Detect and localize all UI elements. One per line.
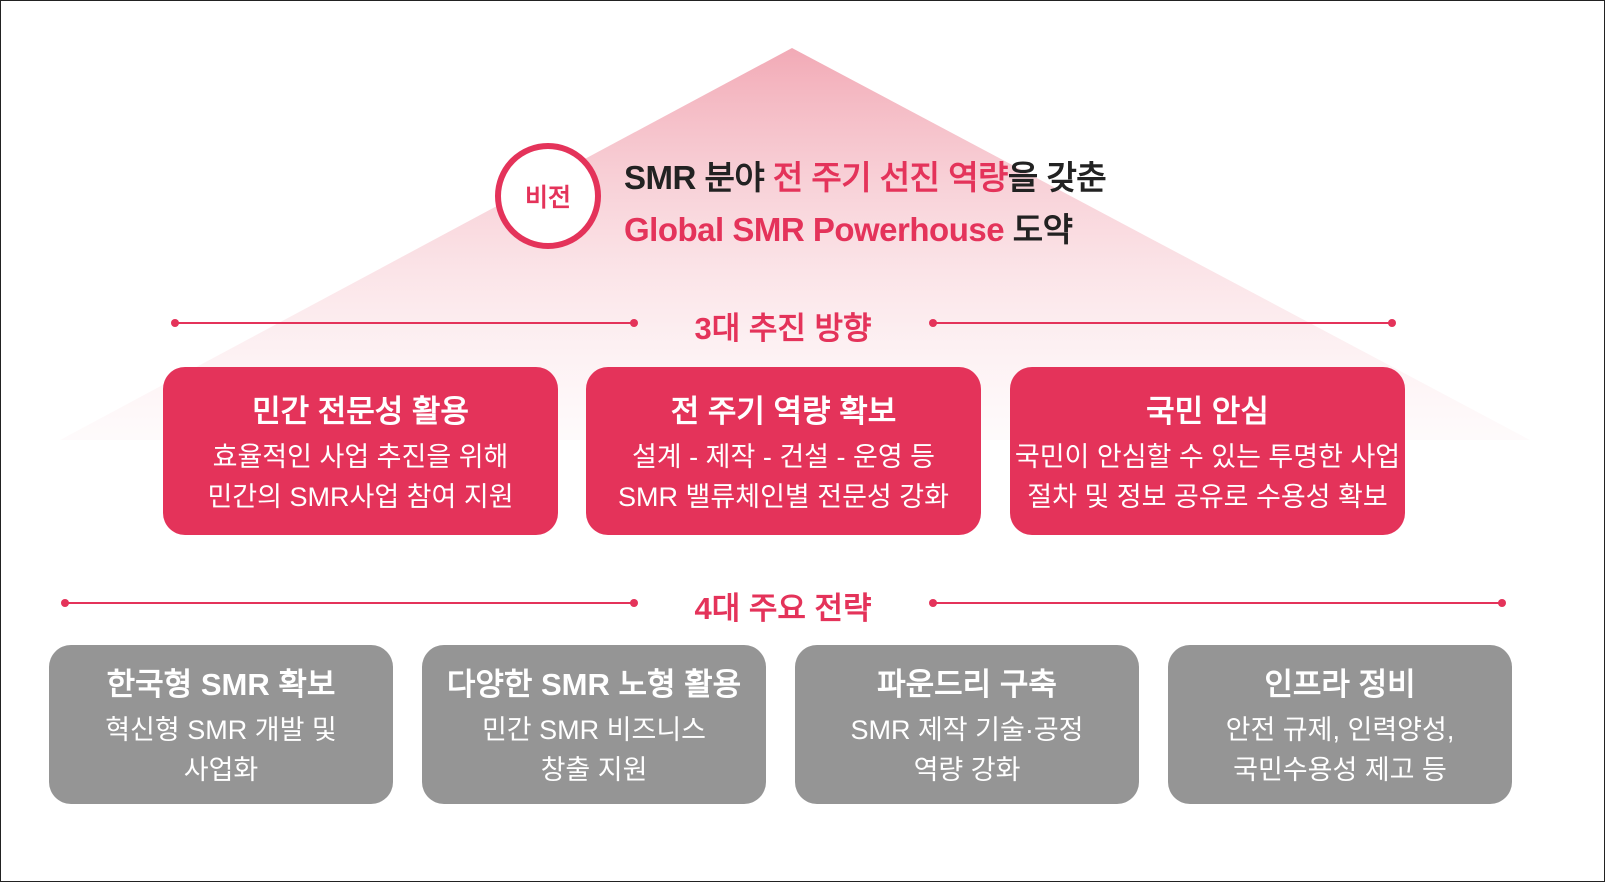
divider-line (171, 319, 638, 327)
card-desc: 민간 SMR 비즈니스 (481, 715, 707, 745)
card-desc: 역량 강화 (913, 755, 1021, 785)
card-desc: 안전 규제, 인력양성, (1225, 715, 1455, 745)
direction-card: 민간 전문성 활용 효율적인 사업 추진을 위해 민간의 SMR사업 참여 지원 (163, 367, 558, 535)
pyramid-shape (60, 48, 1530, 440)
section-title-strategies: 4대 주요 전략 (694, 591, 872, 626)
card-title: 다양한 SMR 노형 활용 (446, 667, 742, 702)
card-title: 한국형 SMR 확보 (106, 667, 336, 702)
divider-line (929, 319, 1396, 327)
vision-badge: 비전 (495, 143, 601, 249)
vision-statement: SMR 분야 전 주기 선진 역량을 갖춘 Global SMR Powerho… (624, 152, 1107, 256)
strategy-card: 인프라 정비 안전 규제, 인력양성, 국민수용성 제고 등 (1168, 645, 1512, 804)
vision-text: 도약 (1004, 211, 1073, 248)
card-desc: 민간의 SMR사업 참여 지원 (207, 481, 514, 512)
card-title: 국민 안심 (1146, 393, 1269, 429)
strategy-card: 파운드리 구축 SMR 제작 기술·공정 역량 강화 (795, 645, 1139, 804)
card-desc: 국민수용성 제고 등 (1233, 755, 1447, 785)
section-title-directions: 3대 추진 방향 (694, 311, 872, 346)
strategy-card: 한국형 SMR 확보 혁신형 SMR 개발 및 사업화 (49, 645, 393, 804)
card-desc: 절차 및 정보 공유로 수용성 확보 (1027, 481, 1388, 512)
divider-line (61, 599, 638, 607)
card-desc: 설계 - 제작 - 건설 - 운영 등 (631, 441, 936, 472)
card-title: 민간 전문성 활용 (252, 393, 469, 429)
card-desc: 사업화 (183, 755, 259, 785)
card-title: 전 주기 역량 확보 (670, 393, 897, 429)
card-desc: 혁신형 SMR 개발 및 (105, 715, 337, 745)
vision-text: 을 갖춘 (1007, 159, 1107, 196)
direction-card: 국민 안심 국민이 안심할 수 있는 투명한 사업 절차 및 정보 공유로 수용… (1010, 367, 1405, 535)
card-title: 파운드리 구축 (877, 667, 1057, 702)
card-desc: 국민이 안심할 수 있는 투명한 사업 (1014, 441, 1401, 472)
strategy-card: 다양한 SMR 노형 활용 민간 SMR 비즈니스 창출 지원 (422, 645, 766, 804)
card-desc: SMR 밸류체인별 전문성 강화 (618, 481, 949, 512)
card-title: 인프라 정비 (1264, 667, 1416, 702)
vision-highlight: 전 주기 선진 역량 (772, 159, 1009, 196)
vision-text: SMR 분야 (624, 159, 773, 196)
card-desc: 효율적인 사업 추진을 위해 (212, 441, 509, 472)
direction-card: 전 주기 역량 확보 설계 - 제작 - 건설 - 운영 등 SMR 밸류체인별… (586, 367, 981, 535)
divider-line (929, 599, 1506, 607)
card-desc: 창출 지원 (540, 755, 648, 785)
card-desc: SMR 제작 기술·공정 (850, 715, 1084, 745)
vision-highlight: Global SMR Powerhouse (624, 211, 1005, 248)
